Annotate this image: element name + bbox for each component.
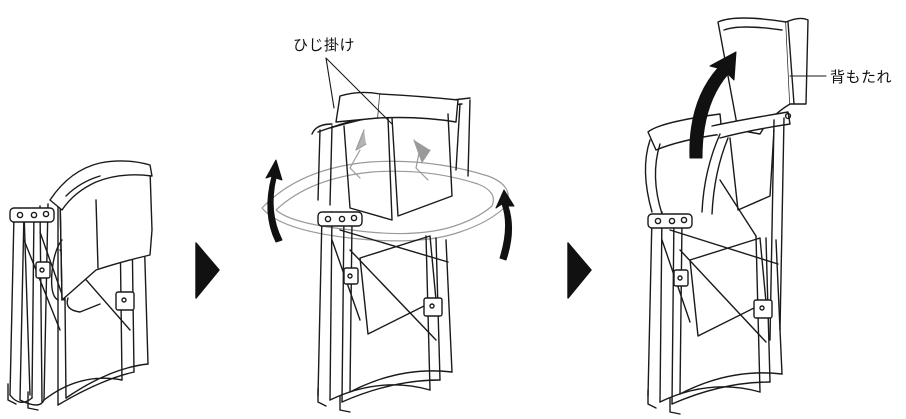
- step-arrow-icon: [195, 242, 220, 299]
- rotate-left-arrow-icon: [265, 159, 283, 243]
- armrest-leader-lines: [325, 57, 393, 125]
- step-arrow-icon: [567, 242, 592, 299]
- backrest-label: 背もたれ: [830, 68, 893, 86]
- folded-chair-illustration: [7, 160, 153, 411]
- armrest-label: ひじ掛け: [293, 36, 356, 54]
- raise-backrest-arrow-icon: [689, 51, 737, 159]
- unfolded-chair-illustration: [644, 17, 809, 415]
- armrest-unfolding-illustration: [261, 91, 509, 413]
- rotate-right-arrow-icon: [495, 189, 515, 261]
